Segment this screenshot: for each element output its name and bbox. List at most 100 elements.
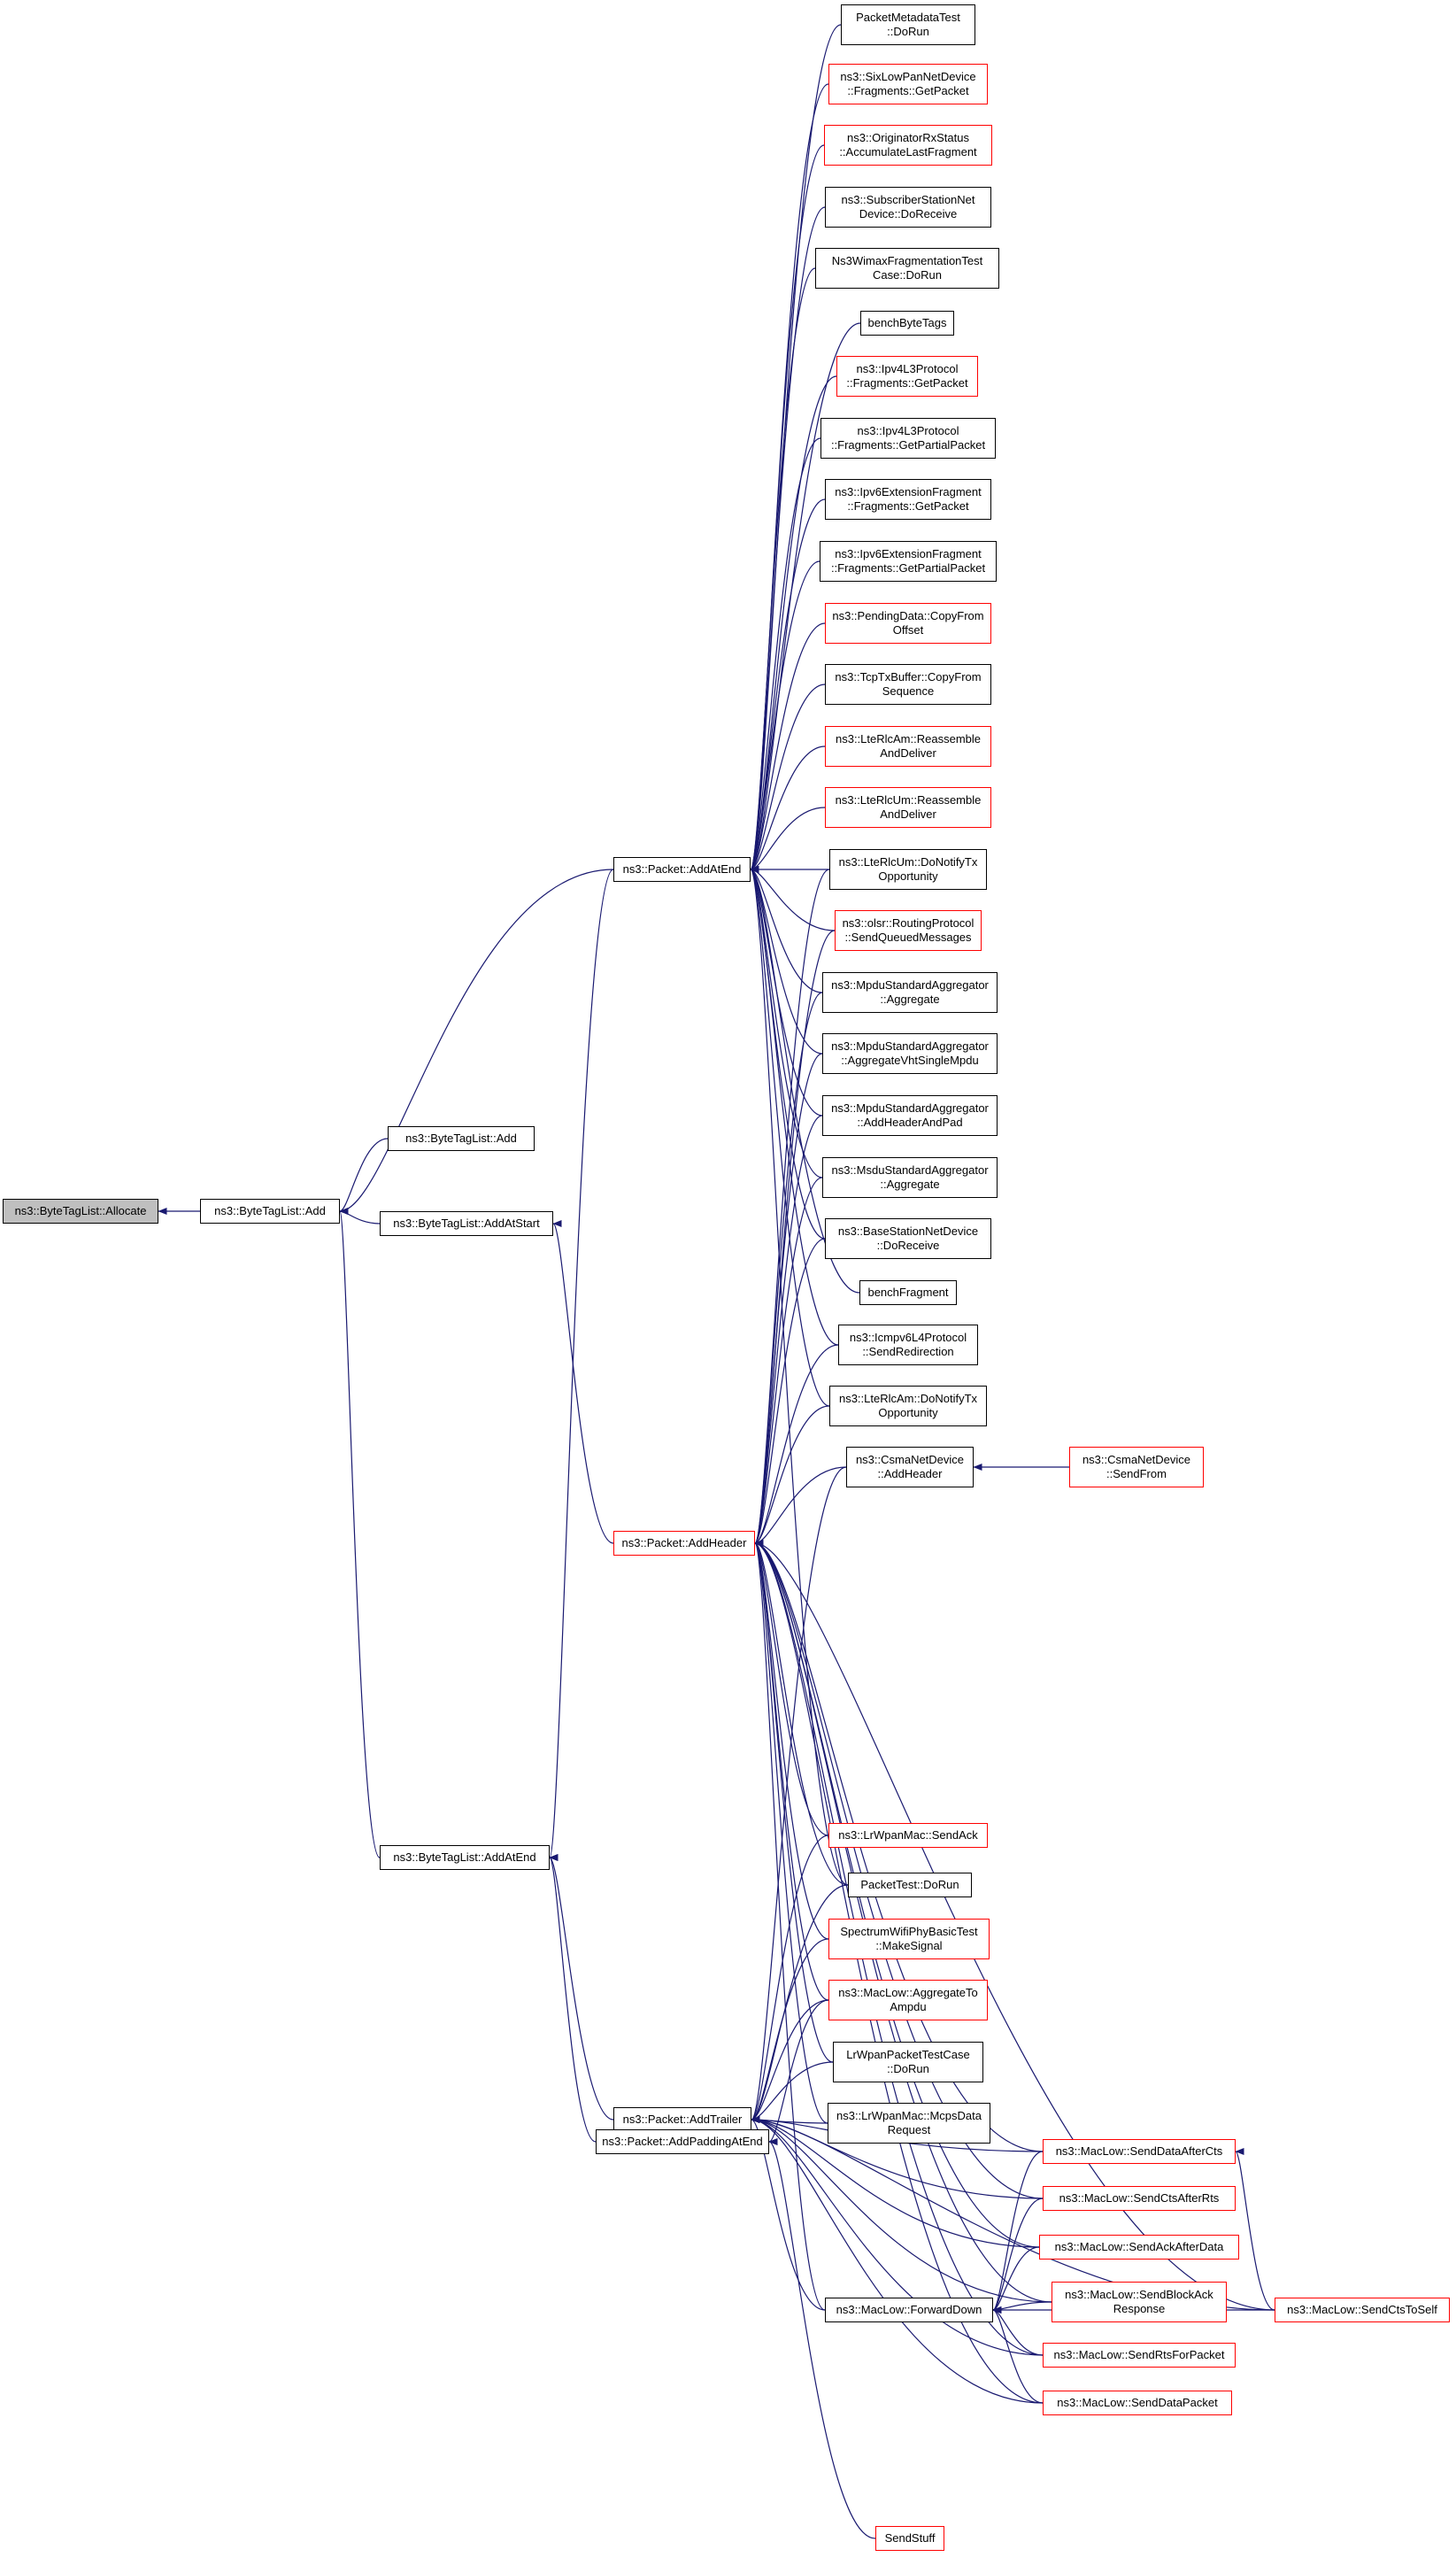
edge-mpdu-pad-to-pkt-addheader xyxy=(754,1115,823,1547)
node-spectrum[interactable]: SpectrumWifiPhyBasicTest ::MakeSignal xyxy=(828,1919,990,1959)
node-csma-addheader[interactable]: ns3::CsmaNetDevice ::AddHeader xyxy=(846,1447,974,1487)
node-sendblockack[interactable]: ns3::MacLow::SendBlockAck Response xyxy=(1052,2282,1227,2322)
edge-addatend-btl-to-add xyxy=(339,1208,381,1858)
edge-basestation-to-pkt-addheader xyxy=(754,1238,826,1547)
edge-icmpv6-to-pkt-addatend xyxy=(750,866,839,1346)
node-rlcum-reasm[interactable]: ns3::LteRlcUm::Reassemble AndDeliver xyxy=(825,787,991,828)
node-allocate: ns3::ByteTagList::Allocate xyxy=(3,1199,158,1224)
edge-mpdu-agg-to-pkt-addheader xyxy=(754,992,823,1547)
node-forwarddown[interactable]: ns3::MacLow::ForwardDown xyxy=(825,2298,993,2322)
node-senddataaftercts[interactable]: ns3::MacLow::SendDataAfterCts xyxy=(1043,2139,1236,2164)
node-ns3wimax[interactable]: Ns3WimaxFragmentationTest Case::DoRun xyxy=(815,248,999,289)
node-lrwpan-mcps[interactable]: ns3::LrWpanMac::McpsData Request xyxy=(828,2103,990,2144)
node-packettest[interactable]: PacketTest::DoRun xyxy=(848,1873,972,1897)
node-basestation[interactable]: ns3::BaseStationNetDevice ::DoReceive xyxy=(825,1218,991,1259)
node-lrwpan-test[interactable]: LrWpanPacketTestCase ::DoRun xyxy=(833,2042,983,2082)
node-sendrtsforpacket[interactable]: ns3::MacLow::SendRtsForPacket xyxy=(1043,2343,1236,2368)
edge-pkt-addtrailer-to-addatend-btl xyxy=(549,1854,614,2121)
edge-pendingdata-to-pkt-addatend xyxy=(750,622,826,873)
node-rlcam-notify[interactable]: ns3::LteRlcAm::DoNotifyTx Opportunity xyxy=(829,1386,987,1426)
node-addatend-btl[interactable]: ns3::ByteTagList::AddAtEnd xyxy=(380,1845,550,1870)
edge-spectrum-to-pkt-addtrailer xyxy=(751,1938,829,2123)
edge-basestation-to-pkt-addatend xyxy=(750,866,826,1240)
edge-mpdu-agg-to-pkt-addatend xyxy=(750,866,823,993)
node-ipv4frag[interactable]: ns3::Ipv4L3Protocol ::Fragments::GetPack… xyxy=(836,356,978,397)
node-ipv6partial[interactable]: ns3::Ipv6ExtensionFragment ::Fragments::… xyxy=(820,541,997,582)
edge-senddatapacket-to-forwarddown xyxy=(992,2306,1044,2404)
node-originator[interactable]: ns3::OriginatorRxStatus ::AccumulateLast… xyxy=(824,125,992,166)
node-sixlowpan[interactable]: ns3::SixLowPanNetDevice ::Fragments::Get… xyxy=(828,64,988,104)
node-add2[interactable]: ns3::ByteTagList::Add xyxy=(388,1126,535,1151)
node-olsr[interactable]: ns3::olsr::RoutingProtocol ::SendQueuedM… xyxy=(835,910,982,951)
edge-pkt-addpadding-to-addatend-btl xyxy=(549,1854,597,2143)
node-mpdu-pad[interactable]: ns3::MpduStandardAggregator ::AddHeaderA… xyxy=(822,1095,998,1136)
edge-sendctsafterrts-to-forwarddown xyxy=(992,2198,1044,2314)
edge-rlcum-notify-to-pkt-addheader xyxy=(754,869,830,1547)
edge-ns3wimax-to-pkt-addatend xyxy=(750,267,816,873)
node-pkt-addpadding[interactable]: ns3::Packet::AddPaddingAtEnd xyxy=(596,2129,769,2154)
node-addatstart[interactable]: ns3::ByteTagList::AddAtStart xyxy=(380,1211,553,1236)
edge-sendackafterdata-to-pkt-addtrailer xyxy=(751,2116,1040,2248)
node-senddatapacket[interactable]: ns3::MacLow::SendDataPacket xyxy=(1043,2391,1232,2415)
edge-lrwpan-sendack-to-pkt-addheader xyxy=(754,1540,829,1836)
edge-sendackafterdata-to-forwarddown xyxy=(992,2246,1040,2314)
node-benchfragment[interactable]: benchFragment xyxy=(859,1280,957,1305)
edge-msdu-agg-to-pkt-addheader xyxy=(754,1177,823,1547)
node-sendackafterdata[interactable]: ns3::MacLow::SendAckAfterData xyxy=(1039,2235,1239,2260)
edge-maclow-agg-to-pkt-addtrailer xyxy=(751,1999,829,2123)
edge-tcptx-to-pkt-addatend xyxy=(750,684,826,873)
edge-sendctstoself-to-senddataaftercts xyxy=(1235,2148,1275,2311)
node-add[interactable]: ns3::ByteTagList::Add xyxy=(200,1199,340,1224)
node-msdu-agg[interactable]: ns3::MsduStandardAggregator ::Aggregate xyxy=(822,1157,998,1198)
node-mpdu-vht[interactable]: ns3::MpduStandardAggregator ::AggregateV… xyxy=(822,1033,998,1074)
edge-subscriber-to-pkt-addatend xyxy=(750,206,826,873)
node-csma-sendfrom[interactable]: ns3::CsmaNetDevice ::SendFrom xyxy=(1069,1447,1204,1487)
node-pkt-addtrailer[interactable]: ns3::Packet::AddTrailer xyxy=(613,2107,751,2132)
edge-packettest-to-pkt-addatend xyxy=(750,866,849,1886)
node-tcptx[interactable]: ns3::TcpTxBuffer::CopyFrom Sequence xyxy=(825,664,991,705)
node-pendingdata[interactable]: ns3::PendingData::CopyFrom Offset xyxy=(825,603,991,644)
edge-forwarddown-to-pkt-addtrailer xyxy=(751,2116,826,2311)
edge-olsr-to-pkt-addatend xyxy=(750,866,836,931)
node-benchbytetags[interactable]: benchByteTags xyxy=(860,311,954,336)
edge-sendrtsforpacket-to-pkt-addtrailer xyxy=(751,2116,1044,2356)
edge-rlcam-notify-to-pkt-addatend xyxy=(750,866,830,1407)
edge-addatstart-to-add xyxy=(339,1208,381,1224)
node-ipv6frag[interactable]: ns3::Ipv6ExtensionFragment ::Fragments::… xyxy=(825,479,991,520)
edge-pkt-addatend-to-add xyxy=(339,869,614,1215)
edge-ipv4partial-to-pkt-addatend xyxy=(750,437,821,873)
node-pkt-addheader[interactable]: ns3::Packet::AddHeader xyxy=(613,1531,755,1556)
edge-senddataaftercts-to-forwarddown xyxy=(992,2151,1044,2314)
node-maclow-agg[interactable]: ns3::MacLow::AggregateTo Ampdu xyxy=(828,1980,988,2020)
edge-csma-addheader-to-pkt-addtrailer xyxy=(751,1466,847,2123)
node-ipv4partial[interactable]: ns3::Ipv4L3Protocol ::Fragments::GetPart… xyxy=(820,418,996,459)
edge-lrwpan-sendack-to-pkt-addtrailer xyxy=(751,1835,829,2123)
edge-rlcam-notify-to-pkt-addheader xyxy=(754,1405,830,1547)
edge-lrwpan-mcps-to-pkt-addheader xyxy=(754,1540,828,2124)
node-mpdu-agg[interactable]: ns3::MpduStandardAggregator ::Aggregate xyxy=(822,972,998,1013)
node-lrwpan-sendack[interactable]: ns3::LrWpanMac::SendAck xyxy=(828,1823,988,1848)
node-sendstuff[interactable]: SendStuff xyxy=(875,2526,944,2551)
edge-senddatapacket-to-pkt-addheader xyxy=(754,1540,1044,2404)
edge-lrwpan-test-to-pkt-addheader xyxy=(754,1540,834,2063)
edge-sendblockack-to-forwarddown xyxy=(992,2301,1052,2314)
node-pkt-addatend[interactable]: ns3::Packet::AddAtEnd xyxy=(613,857,751,882)
edge-senddatapacket-to-pkt-addtrailer xyxy=(751,2116,1044,2404)
node-sendctsafterrts[interactable]: ns3::MacLow::SendCtsAfterRts xyxy=(1043,2186,1236,2211)
edge-pkt-addheader-to-addatstart xyxy=(552,1220,614,1544)
edge-benchfragment-to-pkt-addatend xyxy=(750,866,860,1294)
edge-pkt-addatend-to-addatend-btl xyxy=(549,869,614,1861)
node-subscriber[interactable]: ns3::SubscriberStationNet Device::DoRece… xyxy=(825,187,991,228)
edge-rlcam-reasm-to-pkt-addatend xyxy=(750,745,826,873)
node-rlcam-reasm[interactable]: ns3::LteRlcAm::Reassemble AndDeliver xyxy=(825,726,991,767)
node-icmpv6[interactable]: ns3::Icmpv6L4Protocol ::SendRedirection xyxy=(838,1325,978,1365)
node-sendctstoself[interactable]: ns3::MacLow::SendCtsToSelf xyxy=(1275,2298,1450,2322)
edge-maclow-agg-to-pkt-addpadding xyxy=(768,1999,829,2145)
edge-forwarddown-to-pkt-addheader xyxy=(754,1540,826,2311)
edge-packettest-to-pkt-addheader xyxy=(754,1540,849,1886)
edge-add2-to-add xyxy=(339,1138,389,1215)
node-rlcum-notify[interactable]: ns3::LteRlcUm::DoNotifyTx Opportunity xyxy=(829,849,987,890)
node-pmt-dorun[interactable]: PacketMetadataTest ::DoRun xyxy=(841,4,975,45)
